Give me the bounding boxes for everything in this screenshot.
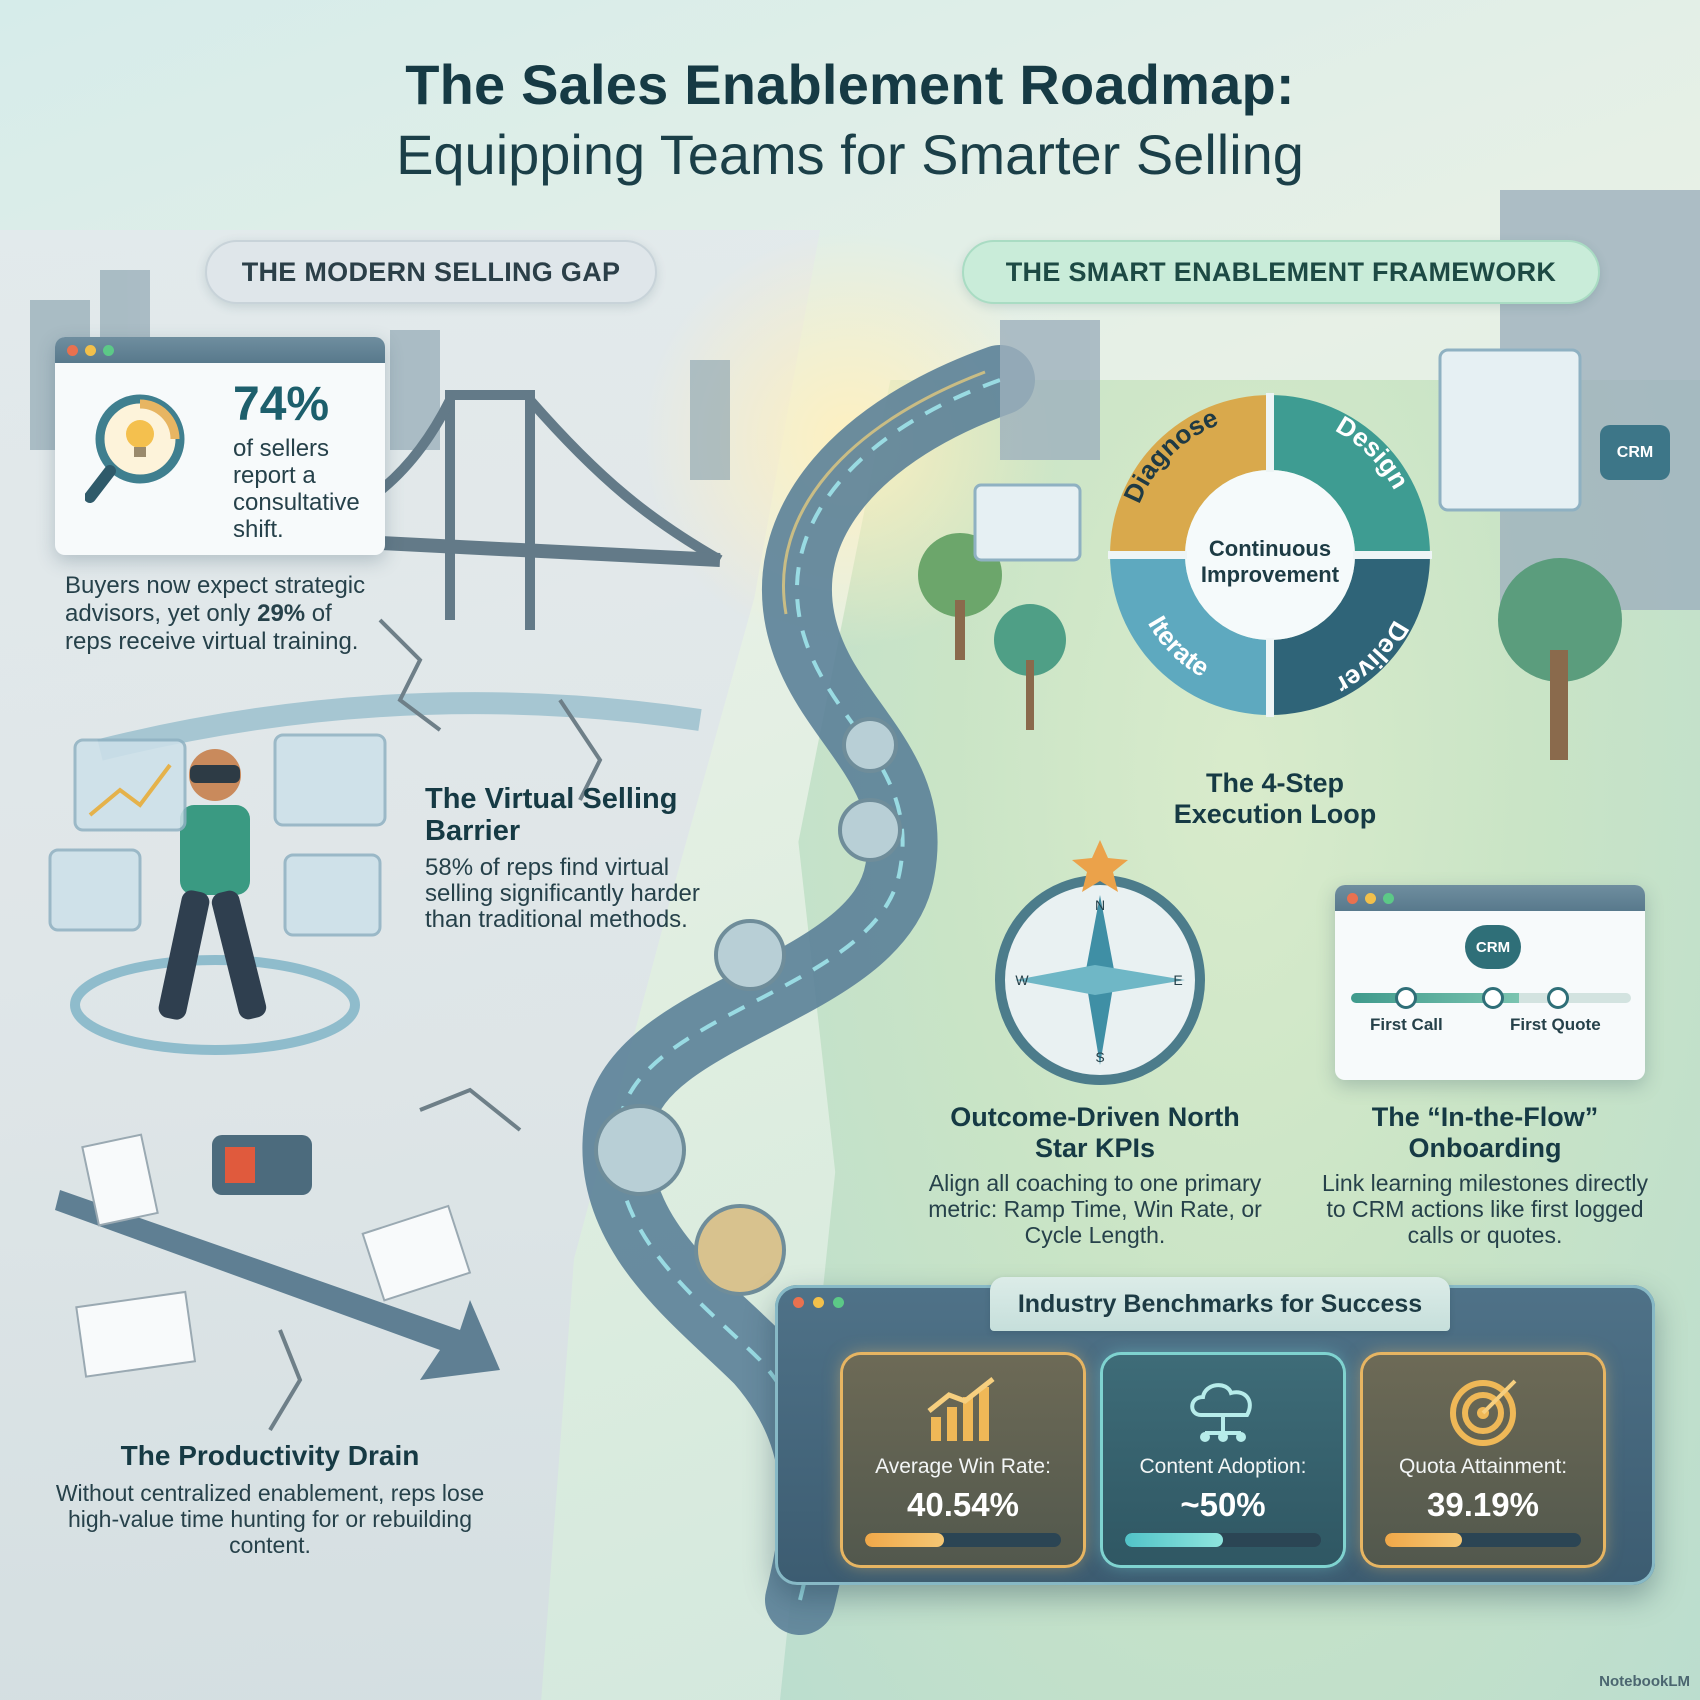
quota-attainment-tile: Quota Attainment: 39.19%	[1363, 1355, 1603, 1565]
productivity-drain-title: The Productivity Drain	[120, 1440, 420, 1471]
milestone-first-call: First Call	[1370, 1015, 1443, 1034]
milestone-node	[1547, 987, 1569, 1009]
buyers-text-part-2: of reps receive virtual training.	[65, 600, 359, 655]
target-icon	[1450, 1379, 1517, 1446]
notebooklm-brand: NotebookLM	[1599, 1673, 1690, 1690]
cloud-network-icon	[1190, 1383, 1252, 1442]
content-adoption-value: ~50%	[1180, 1486, 1266, 1523]
north-star-kpis-title: Outcome-Driven North Star KPIs	[950, 1102, 1240, 1163]
sellers-percent: 74%	[233, 378, 330, 431]
execution-loop-title: The 4-Step Execution Loop	[1173, 768, 1377, 829]
win-rate-meter-fill	[865, 1533, 945, 1547]
north-star-kpis-body: Align all coaching to one primary metric…	[928, 1170, 1262, 1248]
diagnose-segment	[1110, 395, 1270, 555]
win-rate-label: Average Win Rate:	[875, 1455, 1051, 1478]
compass-labels: N E S W	[1015, 897, 1182, 1065]
buyers-expectation-text: Buyers now expect strategic advisors, ye…	[65, 572, 385, 656]
virtual-selling-barrier-body: 58% of reps find virtual selling signifi…	[425, 854, 700, 933]
loop-center-label: Continuous Improvement	[1200, 536, 1340, 587]
win-rate-tile: Average Win Rate: 40.54%	[843, 1355, 1083, 1565]
crm-badge: CRM	[1465, 925, 1521, 969]
maximize-dot-icon	[833, 1297, 844, 1308]
milestone-node	[1482, 987, 1504, 1009]
crm-tag: CRM	[1600, 425, 1670, 480]
compass-north-label: N	[1095, 897, 1105, 913]
window-title-bar	[1335, 885, 1645, 911]
onboarding-body: Link learning milestones directly to CRM…	[1322, 1170, 1648, 1248]
execution-loop-diagram: Diagnose Design Deliver Iterate	[1108, 393, 1432, 717]
compass-east-label: E	[1173, 972, 1182, 988]
content-adoption-meter-fill	[1125, 1533, 1223, 1547]
milestone-first-quote: First Quote	[1510, 1015, 1601, 1034]
close-dot-icon	[67, 344, 78, 356]
virtual-selling-barrier-title: The Virtual Selling Barrier	[425, 783, 678, 847]
sellers-description: of sellers report a consultative shift.	[233, 435, 360, 543]
design-segment	[1270, 395, 1430, 555]
win-rate-meter	[865, 1533, 1061, 1547]
magnifier-lightbulb-icon	[85, 394, 185, 503]
minimize-dot-icon	[813, 1297, 824, 1308]
content-adoption-meter	[1125, 1533, 1321, 1547]
deliver-segment	[1270, 555, 1430, 715]
onboarding-title: The “In-the-Flow” Onboarding	[1371, 1102, 1599, 1163]
milestone-node	[1395, 987, 1417, 1009]
benchmarks-title: Industry Benchmarks for Success	[990, 1277, 1450, 1331]
content-adoption-tile: Content Adoption: ~50%	[1103, 1355, 1343, 1565]
close-dot-icon	[1347, 892, 1358, 904]
modern-selling-gap-pill: THE MODERN SELLING GAP	[205, 240, 657, 304]
virtual-training-percent: 29%	[257, 600, 306, 627]
win-rate-value: 40.54%	[907, 1486, 1019, 1523]
buyers-text-part-1: Buyers now expect strategic advisors, ye…	[65, 572, 366, 627]
window-title-bar	[55, 337, 385, 363]
page-subtitle: Equipping Teams for Smarter Selling	[396, 123, 1304, 186]
compass-south-label: S	[1095, 1049, 1104, 1065]
sellers-stat-card: 74% of sellers report a consultative shi…	[55, 337, 385, 555]
iterate-segment	[1110, 555, 1270, 715]
quota-attainment-meter-fill	[1385, 1533, 1462, 1547]
maximize-dot-icon	[103, 344, 114, 356]
productivity-drain-body: Without centralized enablement, reps los…	[55, 1480, 485, 1558]
smart-enablement-framework-pill: THE SMART ENABLEMENT FRAMEWORK	[962, 240, 1600, 304]
minimize-dot-icon	[1365, 892, 1376, 904]
minimize-dot-icon	[85, 344, 96, 356]
compass-west-label: W	[1015, 972, 1029, 988]
growth-chart-icon	[927, 1377, 995, 1441]
quota-attainment-value: 39.19%	[1427, 1486, 1539, 1523]
quota-attainment-meter	[1385, 1533, 1581, 1547]
page-title: The Sales Enablement Roadmap:	[405, 53, 1295, 116]
onboarding-window: CRM First Call First Quote	[1335, 885, 1645, 1080]
close-dot-icon	[793, 1297, 804, 1308]
content-adoption-label: Content Adoption:	[1139, 1455, 1307, 1478]
maximize-dot-icon	[1383, 892, 1394, 904]
quota-attainment-label: Quota Attainment:	[1398, 1455, 1568, 1478]
